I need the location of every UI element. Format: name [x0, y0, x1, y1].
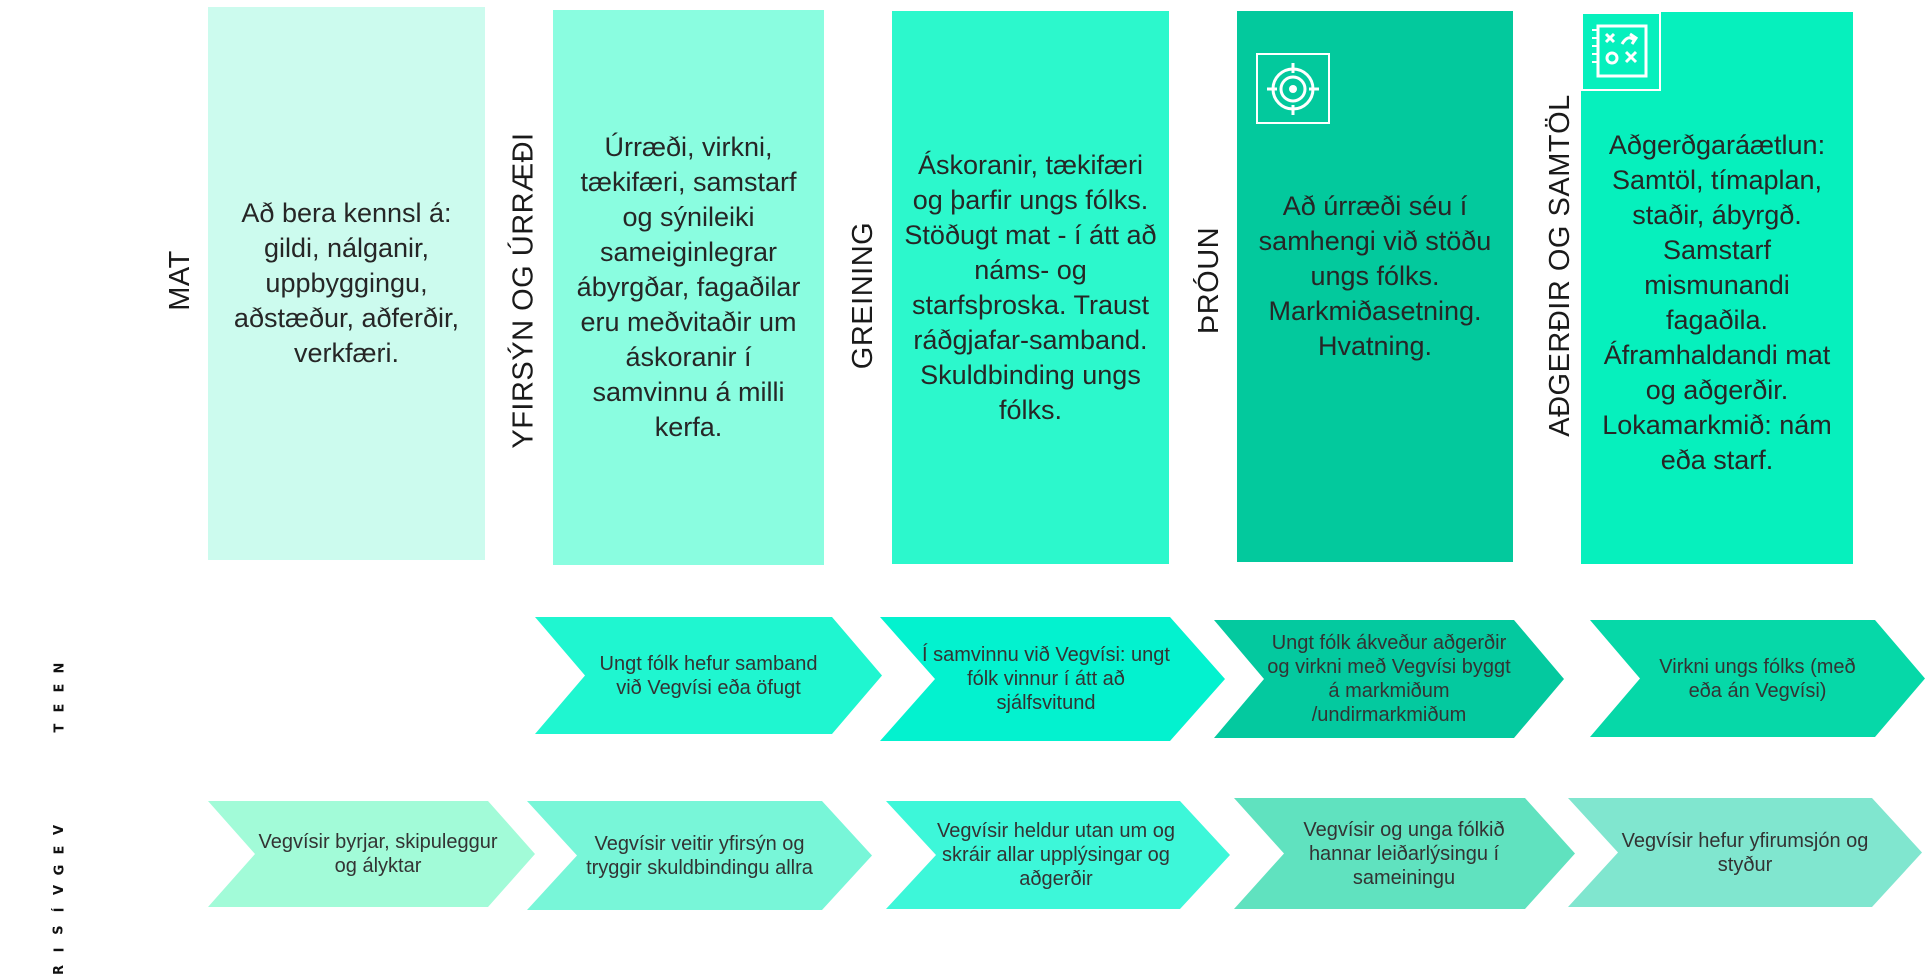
- neet-step-1: Ungt fólk hefur samband við Vegvísi eða …: [535, 617, 882, 734]
- column-label-mat: MAT: [150, 180, 210, 380]
- row-label-letter: S: [52, 925, 67, 935]
- row-label-letter: N: [51, 662, 67, 674]
- vegvisir-step-4: Vegvísir og unga fólkið hannar leiðarlýs…: [1234, 798, 1575, 909]
- vegvisir-step-3: Vegvísir heldur utan um og skráir allar …: [886, 801, 1230, 909]
- column-label-throun: ÞRÓUN: [1180, 180, 1240, 380]
- row-label-letter: V: [52, 824, 67, 836]
- column-box-mat: Að bera kennsl á: gildi, nálganir, uppby…: [208, 7, 485, 560]
- column-label-text: AÐGERÐIR OG SAMTÖL: [1543, 93, 1576, 437]
- row-label-letter: E: [51, 845, 67, 855]
- column-label-yfirsyn: YFIRSÝN OG ÚRRÆÐI: [494, 132, 554, 448]
- target-icon: [1256, 53, 1330, 124]
- vegvisir-step-text: Vegvísir hefur yfirumsjón og styður: [1621, 829, 1869, 876]
- row-label-letter: R: [51, 964, 67, 976]
- vegvisir-step-1: Vegvísir byrjar, skipuleggur og ályktar: [208, 801, 535, 907]
- row-label-letter: Í: [52, 907, 67, 913]
- row-label-letter: E: [51, 703, 67, 713]
- row-label-letter: I: [52, 947, 67, 953]
- row-label-vegvisir: V E G V Í S I R: [40, 820, 80, 980]
- row-label-letter: T: [52, 723, 67, 733]
- column-box-adgerdir: Aðgerðgaráætlun: Samtöl, tímaplan, staði…: [1581, 12, 1853, 564]
- column-box-greining: Áskoranir, tækifæri og þarfir ungs fólks…: [892, 11, 1169, 564]
- column-label-text: ÞRÓUN: [1193, 226, 1226, 334]
- vegvisir-step-text: Vegvísir byrjar, skipuleggur og ályktar: [258, 831, 498, 877]
- vegvisir-step-text: Vegvísir heldur utan um og skráir allar …: [937, 820, 1175, 890]
- vegvisir-step-text: Vegvísir veitir yfirsýn og tryggir skuld…: [586, 832, 813, 879]
- neet-step-3: Ungt fólk ákveður aðgerðir og virkni með…: [1214, 620, 1564, 738]
- column-box-yfirsyn: Úrræði, virkni, tækifæri, samstarf og sý…: [553, 10, 824, 565]
- column-text: Að bera kennsl á: gildi, nálganir, uppby…: [233, 198, 460, 368]
- neet-step-text: Ungt fólk hefur samband við Vegvísi eða …: [599, 652, 818, 699]
- column-label-text: YFIRSÝN OG ÚRRÆÐI: [507, 131, 540, 449]
- row-label-letter: E: [51, 683, 67, 693]
- column-label-text: MAT: [163, 249, 196, 311]
- column-box-throun: Að úrræði séu í samhengi við stöðu ungs …: [1237, 11, 1513, 562]
- vegvisir-step-text: Vegvísir og unga fólkið hannar leiðarlýs…: [1303, 818, 1505, 889]
- row-label-letter: G: [51, 864, 67, 876]
- neet-step-4: Virkni ungs fólks (með eða án Vegvísi): [1590, 620, 1925, 737]
- vegvisir-step-2: Vegvísir veitir yfirsýn og tryggir skuld…: [527, 801, 872, 910]
- column-text: Áskoranir, tækifæri og þarfir ungs fólks…: [904, 149, 1157, 425]
- neet-step-text: Ungt fólk ákveður aðgerðir og virkni með…: [1267, 632, 1511, 726]
- vegvisir-step-5: Vegvísir hefur yfirumsjón og styður: [1568, 798, 1922, 907]
- column-text: Aðgerðgaráætlun: Samtöl, tímaplan, staði…: [1602, 130, 1832, 475]
- neet-step-text: Virkni ungs fólks (með eða án Vegvísi): [1659, 655, 1856, 702]
- neet-step-text: Í samvinnu við Vegvísi: ungt fólk vinnur…: [922, 644, 1170, 714]
- row-label-letter: V: [52, 884, 67, 896]
- row-label-neet: N E E T: [40, 658, 80, 738]
- strategy-board-icon: [1581, 12, 1661, 91]
- neet-step-2: Í samvinnu við Vegvísi: ungt fólk vinnur…: [880, 617, 1225, 741]
- column-text: Að úrræði séu í samhengi við stöðu ungs …: [1258, 191, 1492, 361]
- column-text: Úrræði, virkni, tækifæri, samstarf og sý…: [576, 132, 801, 442]
- column-label-greining: GREINING: [834, 180, 894, 410]
- column-label-text: GREINING: [847, 221, 880, 369]
